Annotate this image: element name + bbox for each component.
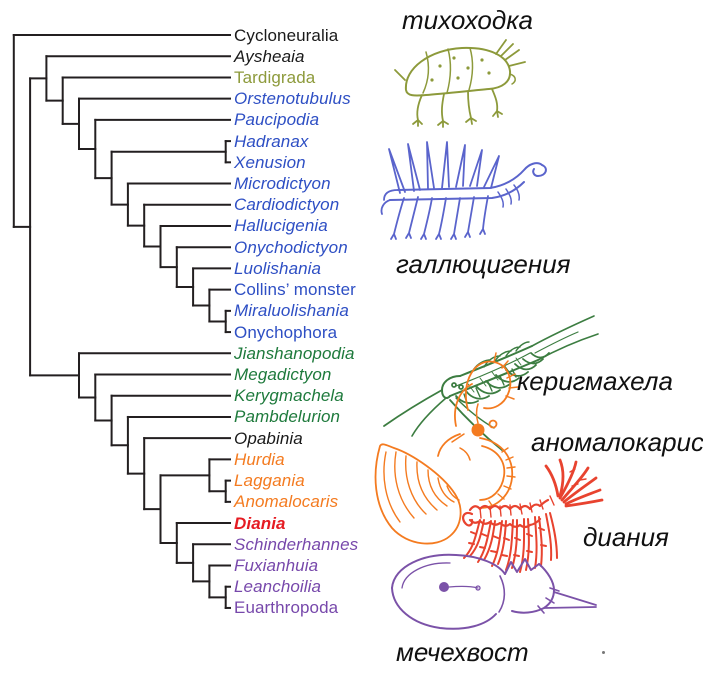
anomalocaris-illustration [374,352,519,545]
stray-dot [602,651,605,654]
caption-tardigrade: тихоходка [402,5,533,35]
tardigrade-illustration [394,39,526,128]
caption-hallucigenia: галлюцигения [396,249,571,279]
caption-horseshoe-crab: мечехвост [396,637,529,667]
diania-illustration [462,458,604,573]
hallucigenia-illustration [380,141,547,240]
horseshoe-crab-illustration [391,553,597,630]
caption-anomalocaris: аномалокарис [531,427,703,457]
caption-kerygmachela: керигмахела [517,366,673,396]
caption-diania: диания [583,522,669,552]
